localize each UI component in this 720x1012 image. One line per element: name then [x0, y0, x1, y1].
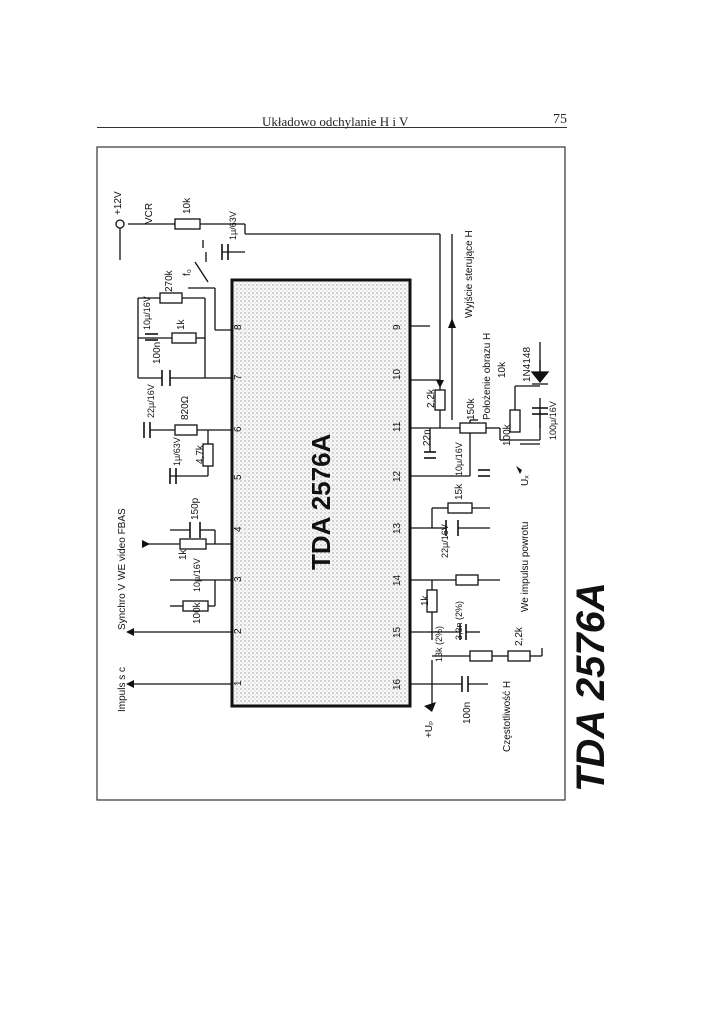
component-labels: +12V VCR 10k 1μ/63V 270k 10μ/16V 1k 100n… [113, 191, 558, 752]
label-c-150p: 150p [190, 497, 201, 520]
label-c-1u-top: 1μ/63V [228, 211, 238, 240]
pin-3-label: 3 [233, 576, 244, 582]
pin-14-label: 14 [392, 574, 403, 586]
pin-10-label: 10 [392, 368, 403, 380]
label-vcr: VCR [144, 203, 155, 224]
pin-6-label: 6 [233, 426, 244, 432]
label-c-10u-a: 10μ/16V [142, 296, 152, 330]
page-header-title: Układowo odchylanie H i V [262, 114, 409, 129]
pin-9-label: 9 [392, 324, 403, 330]
label-out-position: Położenie obrazu H [482, 333, 493, 420]
label-c-22n: 22n [422, 429, 433, 446]
label-r-15k: 15k [454, 483, 465, 500]
label-c-10u-b: 10μ/16V [192, 558, 202, 592]
label-out-drive: Wyjście sterujące H [464, 230, 475, 318]
label-r-2k2-a: 2,2k [426, 388, 437, 408]
label-r-2k2-b: 2,2k [514, 626, 525, 646]
pin-2-label: 2 [233, 628, 244, 634]
label-in-impuls: Impuls s c [117, 667, 128, 712]
label-c-100n-b: 100n [462, 702, 473, 724]
label-in-synchro: Synchro V [117, 584, 128, 630]
pin-8-label: 8 [233, 324, 244, 330]
label-r-10k-top: 10k [182, 197, 193, 214]
label-c-100u: 100μ/16V [548, 401, 558, 440]
pin-4-label: 4 [233, 526, 244, 532]
side-title: TDA 2576A [569, 582, 613, 792]
label-in-fbas: WE video FBAS [117, 508, 128, 580]
label-c-100n-a: 100n [152, 342, 163, 364]
label-r-4k7: 4,7k [195, 444, 206, 464]
capacitors [143, 244, 548, 692]
label-ux: Uₓ [520, 475, 531, 486]
chip-pins-bottom: 9 10 11 12 13 14 15 16 [392, 324, 403, 690]
chip-name: TDA 2576A [306, 433, 336, 570]
pin-12-label: 12 [392, 470, 403, 482]
label-switch-f: f₀ [182, 269, 193, 276]
resistors [159, 218, 531, 662]
diode-1n4148 [530, 360, 550, 385]
pin-1-label: 1 [233, 680, 244, 686]
label-in-flyback: We impulsu powrotu [520, 522, 531, 612]
label-r-100k-a: 100k [192, 601, 203, 624]
label-r-13k: 13k (2%) [434, 626, 444, 662]
chip-pins-top: 8 7 6 5 4 3 2 1 [233, 324, 244, 686]
label-r-10k-b: 10k [497, 361, 508, 378]
label-r-820: 820Ω [180, 395, 191, 420]
label-c-1u-b: 1μ/63V [172, 437, 182, 466]
label-r-1k-c: 1k [420, 594, 431, 606]
label-r-1k-b: 1k [178, 548, 189, 560]
pin-7-label: 7 [233, 374, 244, 380]
label-freq: Częstotliwość H [502, 681, 513, 752]
label-up: +Uₚ [424, 721, 435, 738]
pin-15-label: 15 [392, 626, 403, 638]
label-r-270k: 270k [164, 269, 175, 292]
label-c-22u-b: 22μ/16V [440, 524, 450, 558]
page-number: 75 [553, 112, 567, 127]
label-c-22u-a: 22μ/16V [146, 384, 156, 418]
label-r-100k-b: 100k [502, 423, 513, 446]
label-diode: 1N4148 [522, 347, 533, 382]
label-r-150k: 150k [466, 397, 477, 420]
arrows [126, 318, 522, 712]
pin-5-label: 5 [233, 474, 244, 480]
label-c-3n3: 3,3n (2%) [454, 601, 464, 640]
pin-13-label: 13 [392, 522, 403, 534]
label-12v: +12V [113, 191, 124, 215]
pin-16-label: 16 [392, 678, 403, 690]
pin-11-label: 11 [392, 421, 403, 432]
label-c-10u-c: 10μ/16V [454, 442, 464, 476]
supply-terminal [115, 219, 125, 229]
header-rule [97, 127, 567, 128]
label-r-1k-a: 1k [176, 318, 187, 330]
chip-body [230, 278, 412, 708]
wiring [119, 223, 543, 706]
schematic-frame [96, 146, 566, 801]
